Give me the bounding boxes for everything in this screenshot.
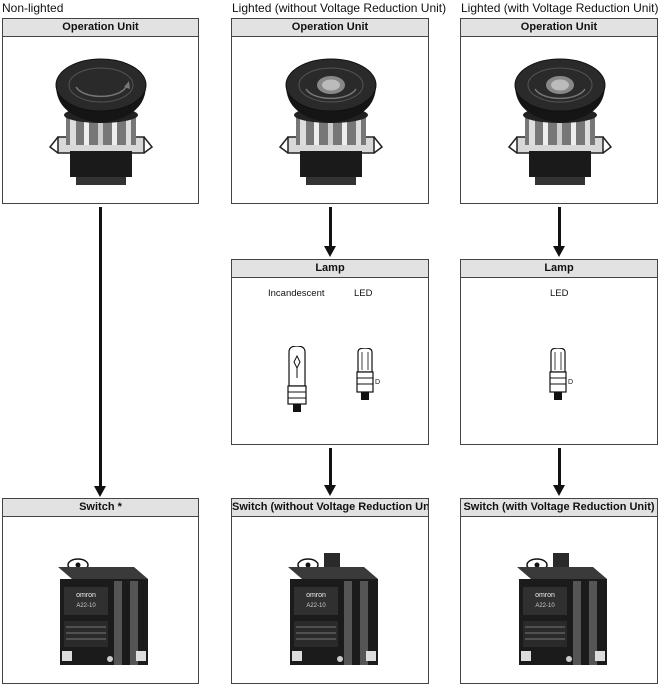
arrow-down-icon bbox=[324, 246, 336, 257]
flow-arrow bbox=[324, 207, 336, 257]
column-title-non-lighted: Non-lighted bbox=[2, 1, 64, 15]
incandescent-lamp-icon bbox=[287, 346, 307, 412]
flow-arrow bbox=[553, 448, 565, 496]
switch-header: Switch (without Voltage Reduction Unit) bbox=[232, 499, 428, 517]
lamp-box: Lamp LED D bbox=[460, 259, 658, 445]
lamp-option-led: LED bbox=[550, 288, 569, 299]
operation-unit-box: Operation Unit bbox=[231, 18, 429, 204]
lamp-box: Lamp Incandescent LED D bbox=[231, 259, 429, 445]
column-title-lighted-without-vru: Lighted (without Voltage Reduction Unit) bbox=[232, 1, 447, 15]
switch-model-text: A22-10 bbox=[76, 603, 96, 609]
operation-unit-box: Operation Unit bbox=[460, 18, 658, 204]
switch-brand-text: omron bbox=[535, 592, 555, 599]
switch-box: Switch * omron A22-10 bbox=[2, 498, 199, 684]
switch-brand-text: omron bbox=[76, 592, 96, 599]
arrow-down-icon bbox=[94, 486, 106, 497]
switch-block-icon: omron A22-10 bbox=[58, 558, 148, 665]
switch-box: Switch (with Voltage Reduction Unit) omr… bbox=[460, 498, 658, 684]
switch-model-text: A22-10 bbox=[306, 603, 326, 609]
switch-header: Switch (with Voltage Reduction Unit) bbox=[461, 499, 657, 517]
flow-arrow bbox=[94, 207, 106, 497]
arrow-down-icon bbox=[324, 485, 336, 496]
column-title-lighted-with-vru: Lighted (with Voltage Reduction Unit) bbox=[461, 1, 659, 15]
mushroom-button-icon bbox=[278, 58, 384, 185]
operation-unit-box: Operation Unit bbox=[2, 18, 199, 204]
switch-header: Switch * bbox=[3, 499, 198, 517]
mushroom-button-icon bbox=[507, 58, 613, 185]
arrow-down-icon bbox=[553, 485, 565, 496]
mushroom-button-icon bbox=[48, 58, 154, 185]
switch-block-icon: omron A22-10 bbox=[517, 553, 607, 665]
switch-brand-text: omron bbox=[306, 592, 326, 599]
led-lamp-icon: D bbox=[356, 348, 380, 400]
operation-unit-header: Operation Unit bbox=[461, 19, 657, 37]
switch-box: Switch (without Voltage Reduction Unit) … bbox=[231, 498, 429, 684]
led-lamp-icon: D bbox=[549, 348, 573, 400]
operation-unit-header: Operation Unit bbox=[232, 19, 428, 37]
led-mark-text: D bbox=[375, 379, 380, 386]
operation-unit-header: Operation Unit bbox=[3, 19, 198, 37]
switch-block-icon: omron A22-10 bbox=[288, 553, 378, 665]
lamp-option-led: LED bbox=[354, 288, 373, 299]
lamp-header: Lamp bbox=[232, 260, 428, 278]
flow-arrow bbox=[553, 207, 565, 257]
arrow-down-icon bbox=[553, 246, 565, 257]
switch-model-text: A22-10 bbox=[535, 603, 555, 609]
lamp-option-incandescent: Incandescent bbox=[268, 288, 325, 299]
led-mark-text: D bbox=[568, 379, 573, 386]
flow-arrow bbox=[324, 448, 336, 496]
lamp-header: Lamp bbox=[461, 260, 657, 278]
